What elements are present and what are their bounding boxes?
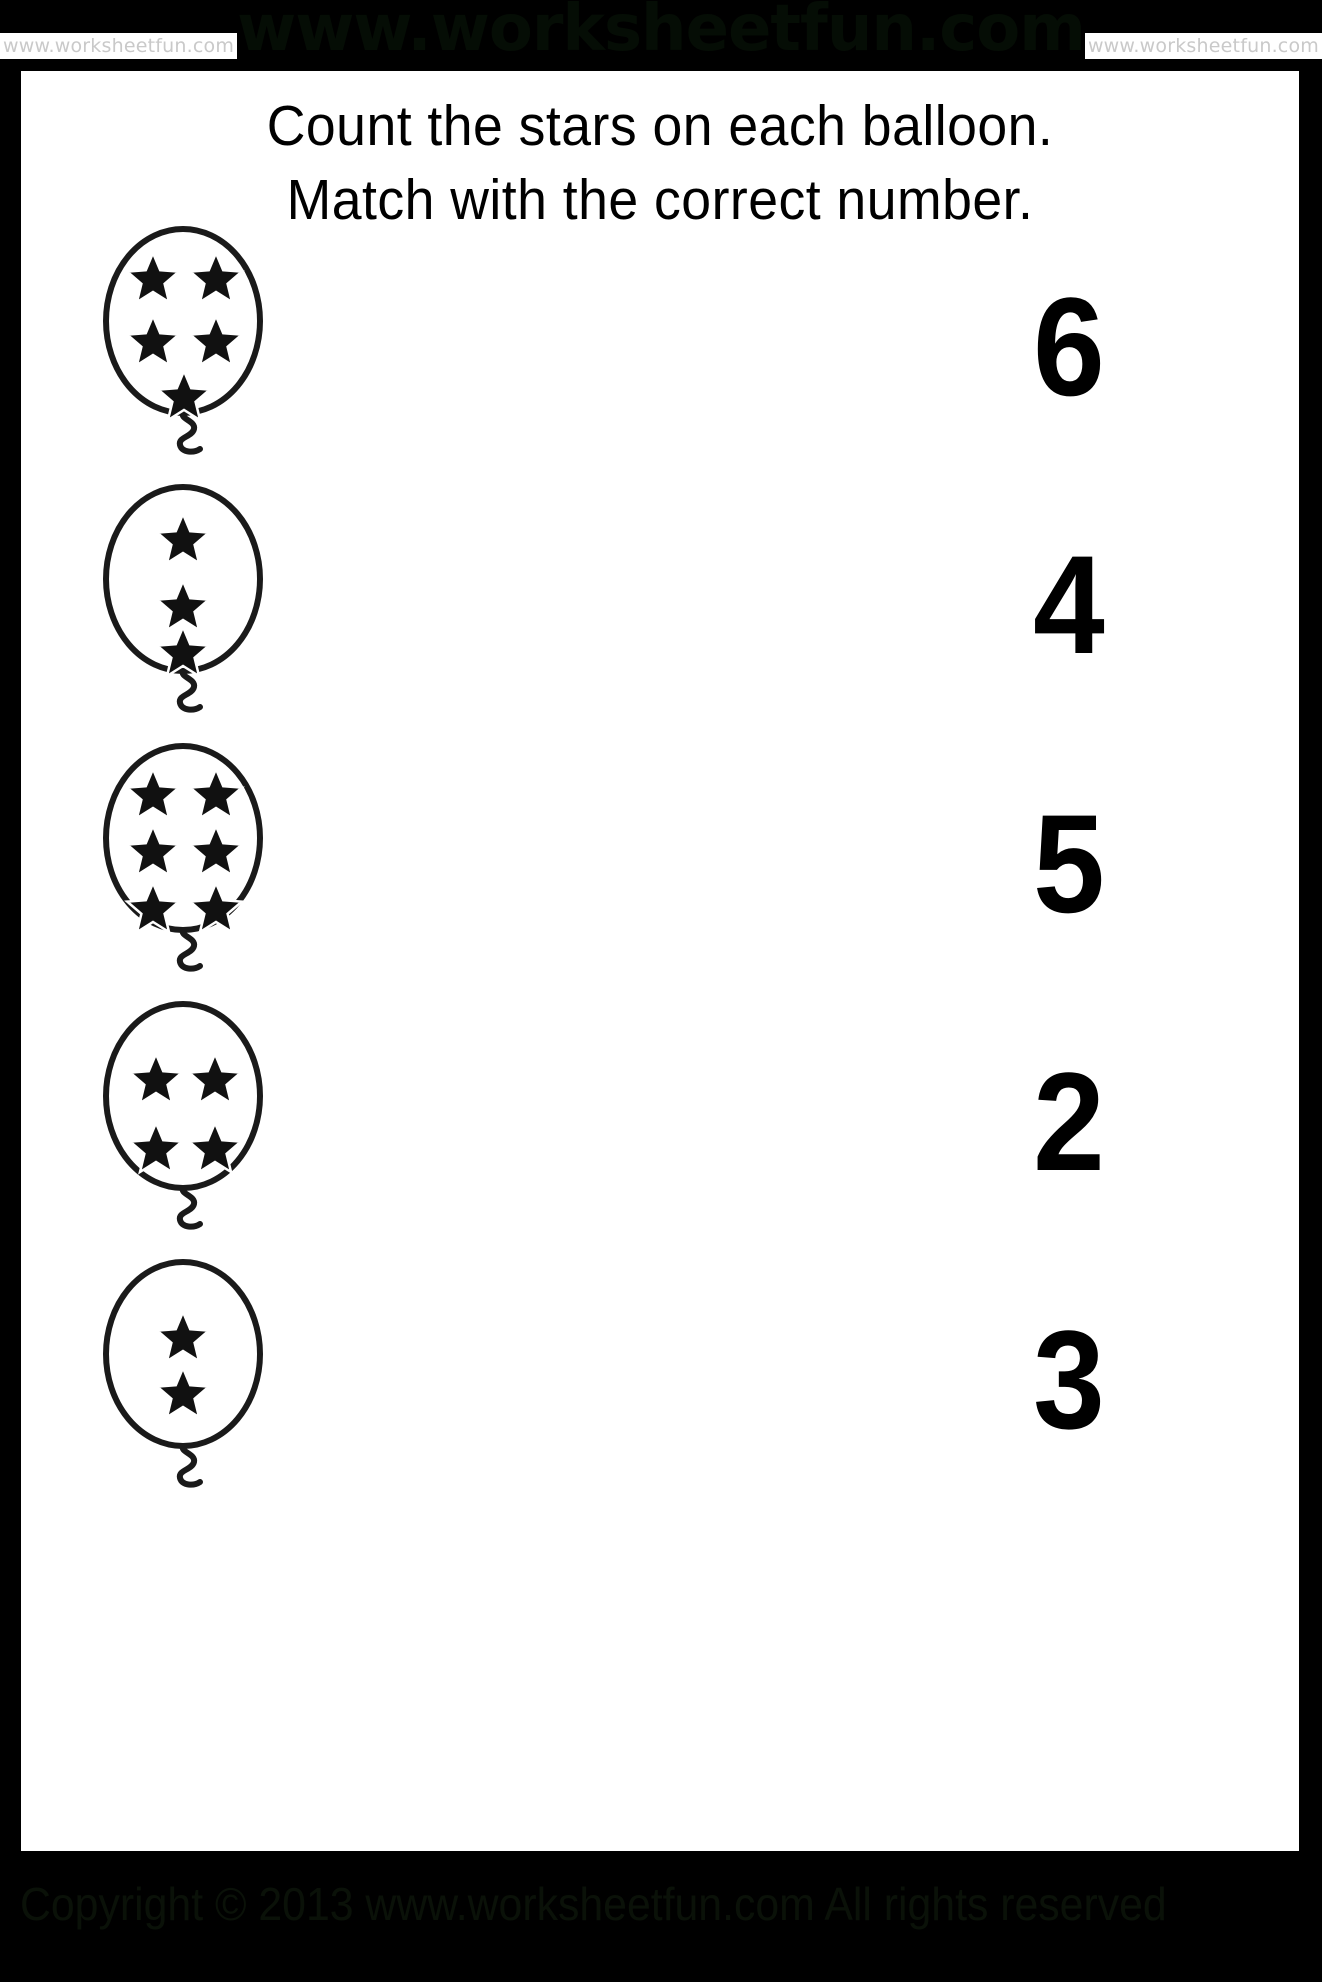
answer-number[interactable]: 4: [989, 479, 1149, 731]
watermark-top-left: www.worksheetfun.com: [0, 33, 238, 59]
balloon-icon: [103, 484, 263, 713]
balloon-with-stars[interactable]: [96, 996, 271, 1248]
star-group: [124, 765, 245, 935]
match-row: 2: [21, 996, 1299, 1248]
balloon-icon: [103, 1001, 263, 1230]
balloon-with-stars[interactable]: [96, 221, 271, 473]
number-label: 2: [1033, 1043, 1105, 1200]
star-group: [127, 1050, 244, 1175]
balloon-with-stars[interactable]: [96, 1254, 271, 1506]
star-group: [154, 510, 212, 679]
number-label: 6: [1033, 268, 1105, 425]
watermark-center: www.worksheetfun.com: [237, 0, 1086, 66]
copyright-text: Copyright © 2013 www.worksheetfun.com Al…: [20, 1878, 1167, 1930]
star-group: [154, 1308, 212, 1420]
answer-number[interactable]: 2: [989, 996, 1149, 1248]
answer-number[interactable]: 5: [989, 738, 1149, 990]
answer-number[interactable]: 6: [989, 221, 1149, 473]
match-row: 6: [21, 221, 1299, 473]
balloon-icon: [103, 743, 263, 972]
number-label: 4: [1033, 526, 1105, 683]
match-row: 3: [21, 1254, 1299, 1506]
title-line-1: Count the stars on each balloon.: [266, 94, 1054, 158]
match-row: 5: [21, 738, 1299, 990]
title-line-2: Match with the correct number.: [286, 168, 1034, 232]
number-label: 3: [1033, 1301, 1105, 1458]
balloon-with-stars[interactable]: [96, 479, 271, 731]
bottom-copyright-band: Copyright © 2013 www.worksheetfun.com Al…: [0, 1862, 1322, 1982]
match-row: 4: [21, 479, 1299, 731]
number-label: 5: [1033, 785, 1105, 942]
answer-number[interactable]: 3: [989, 1254, 1149, 1506]
worksheet-title: Count the stars on each balloon. Match w…: [21, 89, 1299, 237]
watermark-top-right: www.worksheetfun.com: [1084, 33, 1322, 59]
star-group: [124, 249, 245, 423]
balloon-with-stars[interactable]: [96, 738, 271, 990]
top-watermark-band: www.worksheetfun.com www.worksheetfun.co…: [0, 0, 1322, 66]
balloon-icon: [103, 226, 263, 455]
balloon-icon: [103, 1259, 263, 1488]
match-rows-area: 6 4: [21, 221, 1299, 1851]
worksheet-sheet: Count the stars on each balloon. Match w…: [12, 62, 1308, 1860]
